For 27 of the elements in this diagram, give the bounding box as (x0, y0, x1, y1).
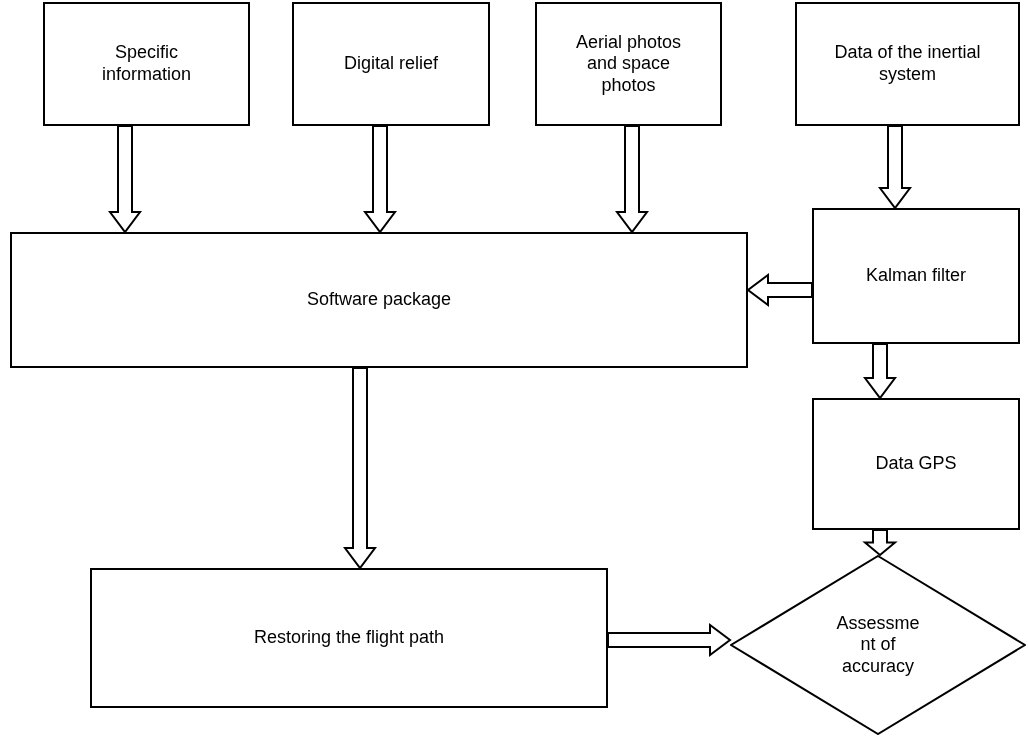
block-arrow (343, 367, 377, 570)
box-label: Software package (306, 289, 452, 311)
block-arrow (862, 529, 898, 557)
process-box (10, 232, 748, 368)
process-box (795, 2, 1020, 126)
process-box (812, 398, 1020, 530)
box-label: Aerial photos and space photos (574, 31, 683, 97)
block-arrow (878, 125, 912, 210)
process-box (43, 2, 250, 126)
box-label: Data GPS (875, 453, 957, 475)
block-arrow (615, 125, 649, 234)
block-arrow (607, 623, 732, 657)
process-box (535, 2, 722, 126)
block-arrow (863, 343, 897, 400)
box-label: Assessme nt of accuracy (835, 612, 921, 678)
box-label: Data of the inertial system (833, 42, 982, 86)
block-arrow (363, 125, 397, 234)
process-box (812, 208, 1020, 344)
box-label: Kalman filter (865, 265, 966, 287)
process-box (90, 568, 608, 708)
block-arrow (108, 125, 142, 234)
process-box (292, 2, 490, 126)
box-label: Restoring the flight path (253, 627, 445, 649)
decision-diamond (730, 555, 1026, 735)
box-label: Digital relief (343, 53, 438, 75)
box-label: Specific information (100, 42, 192, 86)
block-arrow (746, 273, 813, 307)
